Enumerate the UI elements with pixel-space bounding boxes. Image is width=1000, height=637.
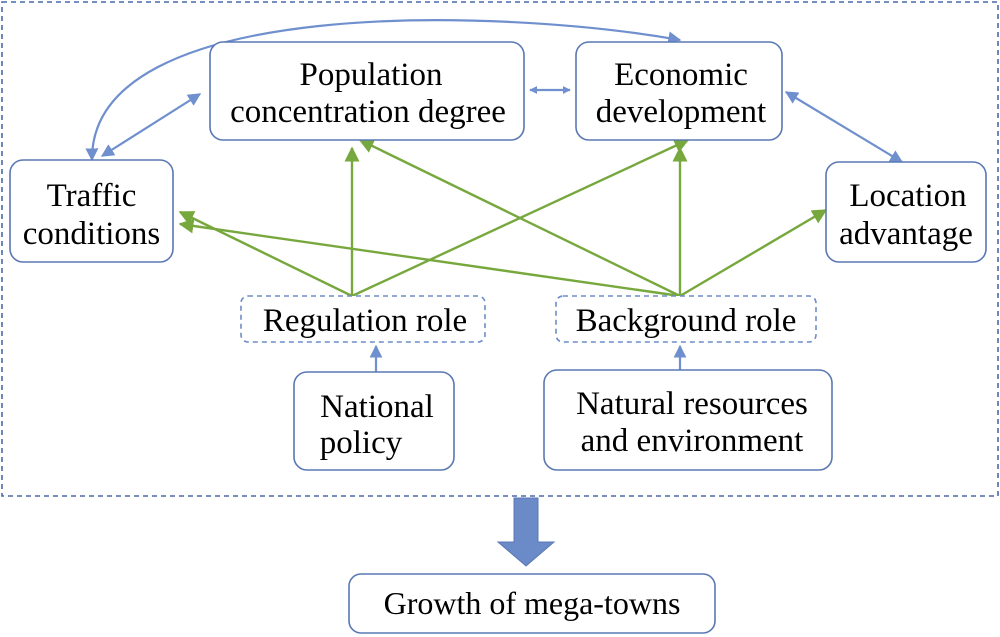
outer-frame xyxy=(1,1,999,497)
population-line-2: concentration degree xyxy=(230,94,506,130)
node-traffic-conditions: Traffic conditions xyxy=(9,159,174,263)
location-line-2: advantage xyxy=(839,216,973,252)
green-influence-arrows xyxy=(178,138,828,298)
node-population-concentration: Population concentration degree xyxy=(209,41,525,141)
growth-label: Growth of mega-towns xyxy=(384,585,681,621)
policy-line-2: policy xyxy=(320,425,403,461)
arrow-regulation-to-traffic xyxy=(178,210,353,298)
arrow-background-to-location xyxy=(679,208,828,298)
arrow-background-to-population xyxy=(358,138,681,298)
arrow-traffic-population xyxy=(100,93,202,157)
node-economic-development: Economic development xyxy=(575,41,783,141)
node-regulation-role: Regulation role xyxy=(240,295,486,343)
node-background-role: Background role xyxy=(555,295,817,343)
location-line-1: Location xyxy=(849,178,966,214)
arrow-economic-location xyxy=(784,91,904,163)
arrow-background-to-traffic xyxy=(178,218,681,298)
node-location-advantage: Location advantage xyxy=(825,161,987,263)
node-national-policy: National policy xyxy=(293,371,455,471)
natural-line-2: and environment xyxy=(581,423,804,459)
policy-line-1: National xyxy=(320,389,434,425)
economic-line-2: development xyxy=(596,94,766,130)
node-growth-mega-towns: Growth of mega-towns xyxy=(348,573,716,634)
node-natural-resources: Natural resources and environment xyxy=(543,369,833,471)
traffic-line-1: Traffic xyxy=(47,178,137,214)
economic-line-1: Economic xyxy=(614,57,748,93)
traffic-line-2: conditions xyxy=(23,216,161,252)
blue-relation-arrows xyxy=(85,19,904,372)
background-label: Background role xyxy=(576,303,797,339)
big-down-arrow xyxy=(496,497,556,567)
natural-line-1: Natural resources xyxy=(576,386,808,422)
population-line-1: Population xyxy=(299,57,442,93)
regulation-label: Regulation role xyxy=(263,303,467,339)
